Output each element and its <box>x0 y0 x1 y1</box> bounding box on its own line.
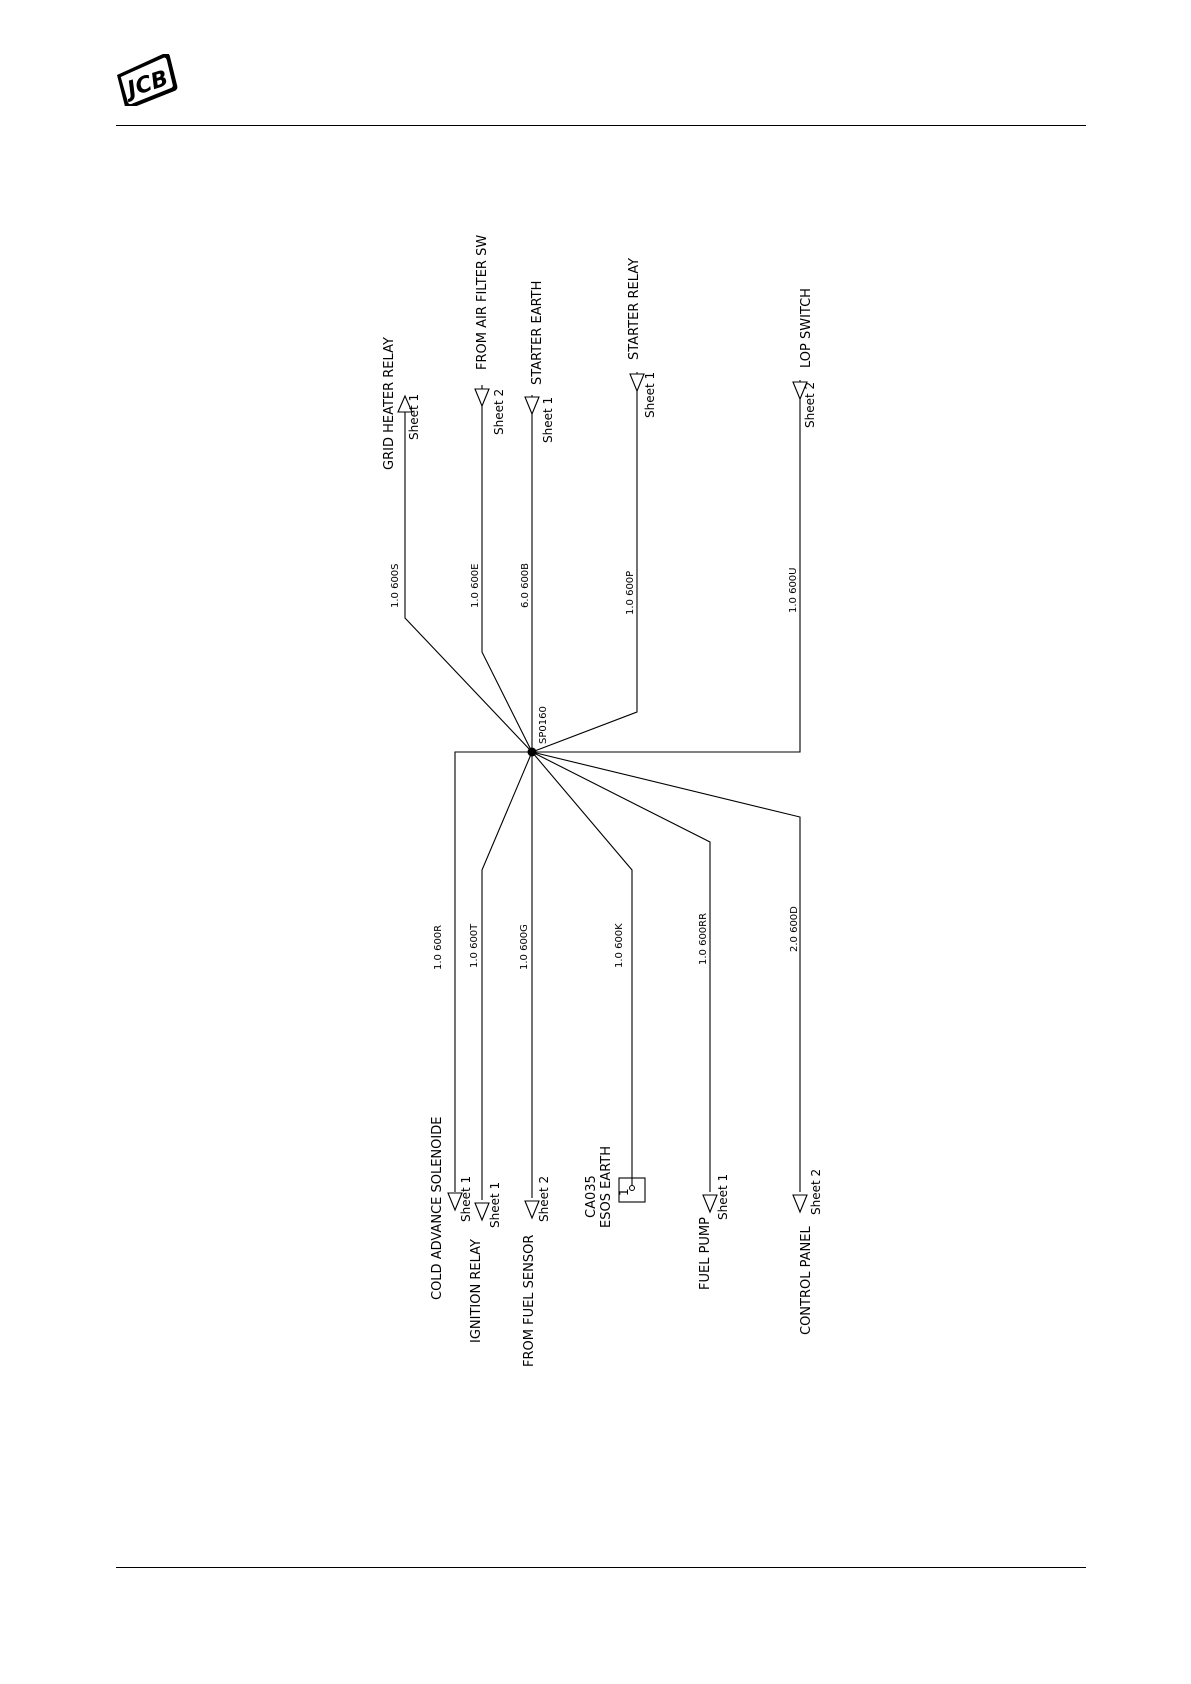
wire-label: 1.0 600K <box>614 923 625 968</box>
sheet-ref: Sheet 2 <box>809 1169 823 1215</box>
wire-label: 1.0 600T <box>469 923 480 968</box>
sheet-ref: Sheet 1 <box>541 397 555 443</box>
wire-label: 1.0 600S <box>390 563 401 608</box>
wire-cold-advance-solenoide: 1.0 600R Sheet 1 COLD ADVANCE SOLENOIDE <box>430 751 532 1300</box>
destination-label: STARTER RELAY <box>627 258 642 360</box>
wire-grid-heater-relay: 1.0 600S Sheet 1 GRID HEATER RELAY <box>382 337 533 753</box>
sheet-ref: Sheet 1 <box>459 1176 473 1222</box>
splice-node: SP0160 <box>527 706 549 757</box>
destination-label: FROM FUEL SENSOR <box>522 1235 537 1367</box>
footer-rule <box>116 1567 1086 1568</box>
wire-label: 1.0 600G <box>519 924 530 970</box>
sheet-ref: Sheet 1 <box>716 1174 730 1220</box>
wire-ignition-relay: 1.0 600T Sheet 1 IGNITION RELAY <box>469 751 533 1343</box>
sheet-ref: Sheet 1 <box>407 394 421 440</box>
wire-fuel-sensor: 1.0 600G Sheet 2 FROM FUEL SENSOR <box>519 752 551 1367</box>
wire-label: 1.0 600U <box>788 568 799 614</box>
wire-label: 1.0 600R <box>433 925 444 970</box>
destination-label: FROM AIR FILTER SW <box>475 235 490 370</box>
connector-pin: 1 <box>617 1188 631 1196</box>
sheet-ref: Sheet 1 <box>643 372 657 418</box>
wire-lop-switch: 1.0 600U Sheet 2 LOP SWITCH <box>532 288 817 753</box>
sheet-ref: Sheet 1 <box>488 1182 502 1228</box>
wire-esos-earth: 1 1.0 600K CA035 ESOS EARTH <box>531 751 646 1228</box>
wire-label: 6.0 600B <box>520 563 531 608</box>
jcb-logo: JCB <box>116 54 178 106</box>
destination-label: GRID HEATER RELAY <box>382 337 397 470</box>
destination-label: ESOS EARTH <box>599 1146 614 1228</box>
wire-starter-relay: 1.0 600P Sheet 1 STARTER RELAY <box>531 258 657 753</box>
sheet-ref: Sheet 2 <box>803 382 817 428</box>
wire-label: 2.0 600D <box>789 906 800 952</box>
sheet-ref: Sheet 2 <box>537 1176 551 1222</box>
destination-label: COLD ADVANCE SOLENOIDE <box>430 1117 445 1300</box>
wire-fuel-pump: 1.0 600RR Sheet 1 FUEL PUMP <box>531 751 730 1290</box>
wire-control-panel: 2.0 600D Sheet 2 CONTROL PANEL <box>531 751 823 1335</box>
header-rule <box>116 125 1086 126</box>
destination-label: FUEL PUMP <box>698 1217 713 1290</box>
splice-label: SP0160 <box>538 706 549 744</box>
destination-label: LOP SWITCH <box>799 288 814 368</box>
wire-air-filter-sw: 1.0 600E Sheet 2 FROM AIR FILTER SW <box>470 235 533 753</box>
connector-box <box>618 1177 646 1203</box>
sheet-ref: Sheet 2 <box>492 389 506 435</box>
wire-label: 1.0 600P <box>625 571 636 615</box>
connector-id: CA035 <box>584 1175 599 1218</box>
destination-label: IGNITION RELAY <box>469 1239 484 1343</box>
wire-label: 1.0 600RR <box>698 913 709 965</box>
wire-starter-earth: 6.0 600B Sheet 1 STARTER EARTH <box>520 281 555 752</box>
wire-label: 1.0 600E <box>470 564 481 609</box>
destination-label: STARTER EARTH <box>530 281 545 385</box>
destination-label: CONTROL PANEL <box>799 1226 814 1335</box>
